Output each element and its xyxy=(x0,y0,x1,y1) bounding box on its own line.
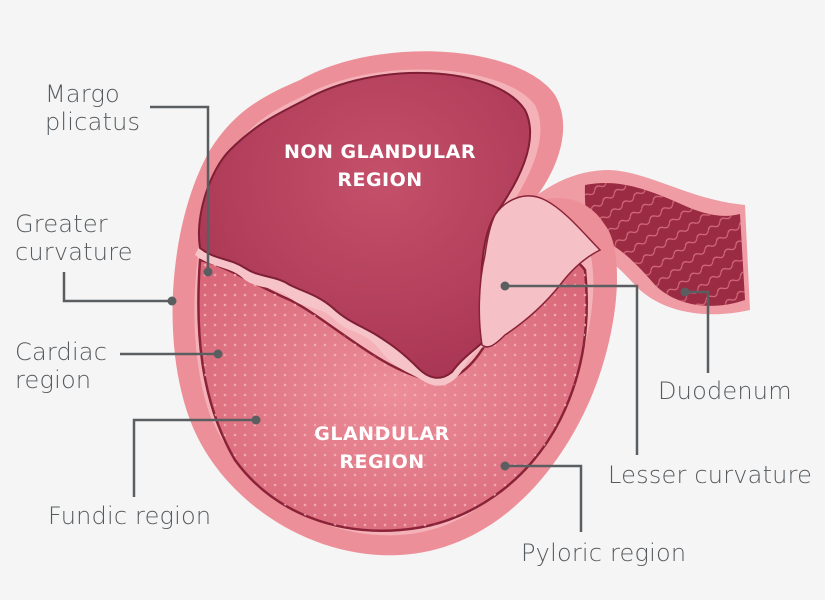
region-label-line: REGION xyxy=(337,169,423,191)
leader-pyloric-region xyxy=(505,464,583,532)
dot-pyloric-region xyxy=(500,461,510,471)
region-label-line: NON GLANDULAR xyxy=(283,141,477,163)
label-line: Greater xyxy=(15,210,108,238)
label-pyloric-region: Pyloric region xyxy=(521,539,687,567)
dot-lesser-curvature xyxy=(500,281,510,291)
non-glandular-region xyxy=(198,71,532,379)
dot-margo-plicatus xyxy=(203,267,213,277)
leader-margo-plicatus xyxy=(150,105,210,272)
label-duodenum: Duodenum xyxy=(658,377,792,405)
dot-greater-curvature xyxy=(167,296,177,306)
label-cardiac-region: Cardiac region xyxy=(15,338,107,394)
label-line: Margo xyxy=(45,80,120,108)
label-margo-plicatus: Margo plicatus xyxy=(45,80,140,136)
label-line: region xyxy=(15,366,92,394)
dot-fundic-region xyxy=(251,415,261,425)
leader-duodenum xyxy=(685,290,710,373)
region-label-line: REGION xyxy=(339,451,425,473)
dot-cardiac-region xyxy=(213,349,223,359)
label-line: curvature xyxy=(15,238,133,266)
region-label-line: GLANDULAR xyxy=(314,423,450,445)
label-line: Cardiac xyxy=(15,338,108,366)
pyloric-fold xyxy=(478,195,602,348)
label-greater-curvature: Greater curvature xyxy=(15,210,133,266)
non-glandular-region-label: NON GLANDULAR REGION xyxy=(270,138,490,194)
dot-duodenum xyxy=(680,287,690,297)
leader-greater-curvature xyxy=(62,272,170,303)
label-lesser-curvature: Lesser curvature xyxy=(608,461,813,489)
label-fundic-region: Fundic region xyxy=(48,502,212,530)
leader-lesser-curvature xyxy=(505,284,639,455)
glandular-region-label: GLANDULAR REGION xyxy=(292,420,472,476)
leader-fundic-region xyxy=(132,418,256,497)
label-line: plicatus xyxy=(45,108,141,136)
